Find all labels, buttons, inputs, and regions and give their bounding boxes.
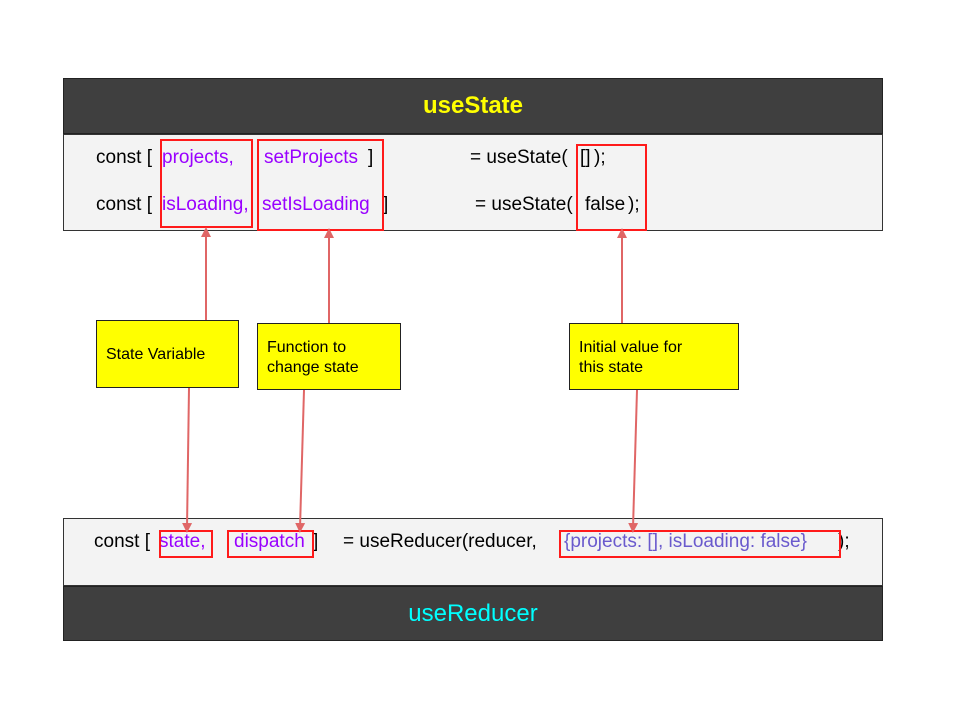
usereducer-line-setter: dispatch [234, 531, 305, 552]
note-initial-line1: Initial value for [579, 339, 683, 356]
arrow-function-down [295, 389, 306, 533]
arrow-state-variable-down [182, 387, 193, 533]
usestate-line1-close: ] [368, 147, 374, 168]
usestate-line2-var: isLoading, [162, 194, 249, 215]
usereducer-line-var: state, [159, 531, 206, 552]
usestate-line2-close: ] [383, 194, 389, 215]
usestate-line2-call-close: ); [628, 194, 640, 215]
highlight-initial-values [576, 144, 647, 231]
usereducer-line-call-open: = useReducer(reducer, [343, 531, 537, 552]
usestate-line1-call-open: = useState( [470, 147, 568, 168]
highlight-reducer-state [159, 530, 213, 558]
usestate-line1-call-close: ); [594, 147, 606, 168]
usereducer-code-panel [63, 518, 883, 586]
usestate-line1-prefix: const [ [96, 147, 152, 168]
usereducer-header: useReducer [63, 586, 883, 641]
usestate-line2-prefix: const [ [96, 194, 152, 215]
highlight-reducer-initial [559, 530, 841, 558]
usereducer-line-prefix: const [ [94, 531, 150, 552]
usereducer-line-initial: {projects: [], isLoading: false} [564, 531, 807, 552]
usereducer-title: useReducer [408, 599, 538, 627]
note-function-line2: change state [267, 359, 359, 376]
usereducer-line-close: ] [313, 531, 319, 552]
highlight-setter-functions [257, 139, 384, 231]
usestate-line1-initial: [] [580, 147, 591, 168]
usestate-line1-setter: setProjects [264, 147, 358, 168]
usestate-line2-setter: setIsLoading [262, 194, 370, 215]
usestate-header: useState [63, 78, 883, 134]
usestate-title: useState [422, 92, 524, 119]
usestate-line1-var: projects, [162, 147, 234, 168]
note-state-variable-text: State Variable [106, 346, 206, 363]
note-initial-line2: this state [579, 359, 644, 376]
usestate-line2-call-open: = useState( [475, 194, 573, 215]
note-function-line1: Function to [267, 339, 347, 356]
usestate-line2-initial: false [585, 194, 626, 215]
highlight-reducer-dispatch [227, 530, 314, 558]
highlight-state-variables [160, 139, 253, 228]
usereducer-line-call-close: ); [838, 531, 850, 552]
note-state-variable: State Variable [96, 320, 239, 388]
note-function-to-change-state: Function to change state [257, 323, 401, 390]
note-initial-value: Initial value for this state [569, 323, 739, 390]
arrow-initial-down [628, 389, 639, 533]
usestate-code-panel [63, 134, 883, 231]
